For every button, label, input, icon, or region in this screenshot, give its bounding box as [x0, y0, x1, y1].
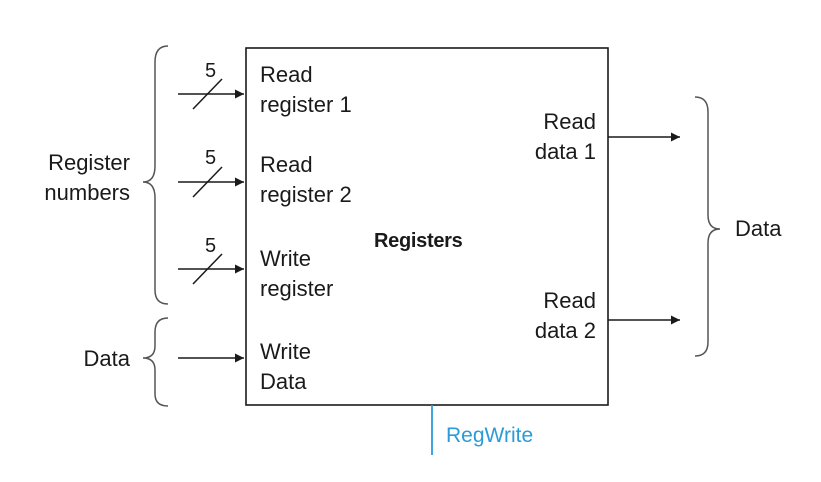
bus-width-slash-2	[192, 166, 223, 198]
write-data-line2: Data	[260, 369, 307, 394]
read-register-1-line2: register 1	[260, 92, 352, 117]
register-numbers-brace	[142, 45, 169, 305]
read-register-1-line1: Read	[260, 62, 313, 87]
bus-width-slash-1	[192, 78, 223, 110]
write-data-line1: Write	[260, 339, 311, 364]
write-data-label: Write Data	[260, 337, 311, 397]
read-data-1-label: Read data 1	[500, 107, 596, 167]
registers-block	[245, 47, 609, 406]
read-register-1-label: Read register 1	[260, 60, 352, 120]
read-data-1-line1: Read	[543, 109, 596, 134]
read-data-2-line1: Read	[543, 288, 596, 313]
register-numbers-line1: Register	[48, 150, 130, 175]
data-out-label: Data	[735, 216, 782, 241]
read-data-2-line2: data 2	[534, 318, 596, 343]
read-data-2-label: Read data 2	[500, 286, 596, 346]
registers-title: Registers	[374, 230, 463, 252]
write-register-line1: Write	[260, 246, 311, 271]
bus-width-label-1: 5	[205, 60, 217, 82]
read-register-2-label: Read register 2	[260, 150, 352, 210]
read-data-1-line2: data 1	[534, 139, 596, 164]
register-numbers-label: Register numbers	[10, 148, 130, 208]
write-register-label: Write register	[260, 244, 333, 304]
bus-width-label-2: 5	[205, 147, 217, 169]
read-register-2-line1: Read	[260, 152, 313, 177]
data-in-brace	[142, 317, 169, 407]
read-register-2-line2: register 2	[260, 182, 352, 207]
data-in-label: Data	[83, 346, 130, 371]
register-numbers-line2: numbers	[44, 180, 130, 205]
bus-width-slash-3	[192, 253, 223, 285]
data-out-brace	[694, 96, 721, 357]
regwrite-label: RegWrite	[446, 424, 534, 447]
write-register-line2: register	[260, 276, 334, 301]
bus-width-label-3: 5	[205, 235, 217, 257]
